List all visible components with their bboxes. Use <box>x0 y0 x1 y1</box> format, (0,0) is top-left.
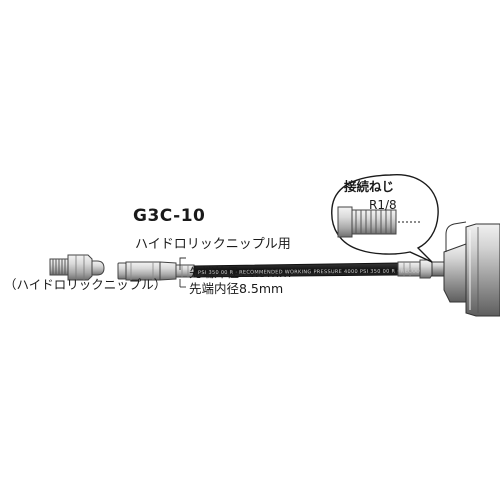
usage-label: ハイドロリックニップル用 <box>135 237 291 252</box>
inner-diameter-label: 先端内径8.5mm <box>189 281 284 296</box>
outer-diameter-label: 先端外径14.3mm <box>189 265 292 280</box>
hydraulic-nipple-icon <box>49 254 105 281</box>
coupler-icon <box>117 261 195 281</box>
model-number: G3C-10 <box>133 206 206 226</box>
thread-callout-icon <box>331 174 439 263</box>
nipple-label: （ハイドロリックニップル） <box>4 277 167 292</box>
thread-title-label: 接続ねじ <box>344 179 395 194</box>
thread-size-label: R1/8 <box>369 198 397 212</box>
leader-lines <box>179 257 186 288</box>
grease-gun-icon <box>431 221 500 317</box>
